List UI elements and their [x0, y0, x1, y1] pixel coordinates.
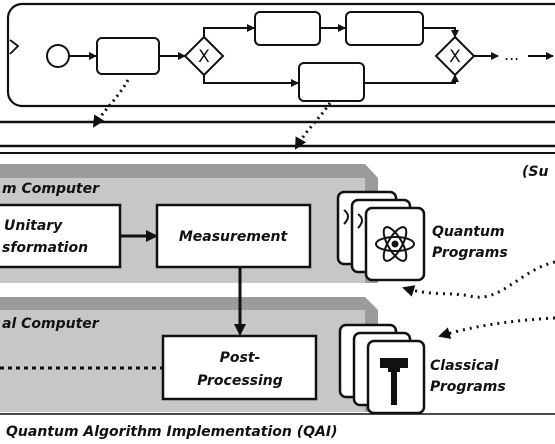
- flow-gateway-lower: [203, 75, 299, 87]
- quantum-computer-title: m Computer: [2, 181, 100, 197]
- unitary-transformation-box: Unitary sformation: [0, 203, 122, 269]
- flow-task4-join: [364, 74, 459, 84]
- architecture-panel: (Su m Computer al Computer Unitary sform…: [0, 152, 555, 440]
- flow-gateway-upper: [203, 24, 255, 37]
- classical-computer-title: al Computer: [2, 316, 100, 332]
- quantum-programs-label-2: Programs: [432, 245, 508, 261]
- task-3: [345, 11, 424, 46]
- svg-text:X: X: [449, 47, 461, 67]
- dotted-link-task4: [294, 102, 332, 150]
- frame-left-mark: [9, 39, 20, 55]
- task-1: [96, 37, 160, 75]
- qai-footer-title: Quantum Algorithm Implementation (QAI): [6, 424, 338, 440]
- svg-text:X: X: [198, 47, 210, 67]
- start-event: [46, 44, 70, 68]
- section-label: (Su: [522, 164, 548, 180]
- dotted-link-quantum-programs: [402, 260, 555, 299]
- classical-programs-label: Classical: [430, 358, 499, 374]
- quantum-programs-stack: [336, 190, 426, 282]
- svg-text:sformation: sformation: [2, 240, 88, 256]
- quantum-programs-label: Quantum: [432, 224, 505, 240]
- continuation-dots: ...: [504, 45, 519, 64]
- measurement-box: Measurement: [155, 203, 312, 269]
- dotted-link-classical-programs: [438, 316, 555, 339]
- task-2: [254, 11, 321, 46]
- svg-text:Measurement: Measurement: [179, 229, 289, 245]
- classical-programs-stack: [338, 323, 426, 415]
- hammer-icon: [380, 358, 408, 405]
- process-model: X X ...: [0, 2, 555, 150]
- svg-text:Unitary: Unitary: [4, 218, 63, 234]
- classical-programs-label-2: Programs: [430, 379, 506, 395]
- flow-task3-join: [423, 27, 459, 38]
- svg-text:Processing: Processing: [197, 373, 283, 389]
- join-gateway: X: [434, 35, 476, 77]
- svg-text:Post-: Post-: [220, 350, 261, 366]
- atom-icon: [375, 226, 415, 262]
- post-processing-box: Post- Processing: [161, 334, 318, 401]
- task-4: [298, 62, 365, 102]
